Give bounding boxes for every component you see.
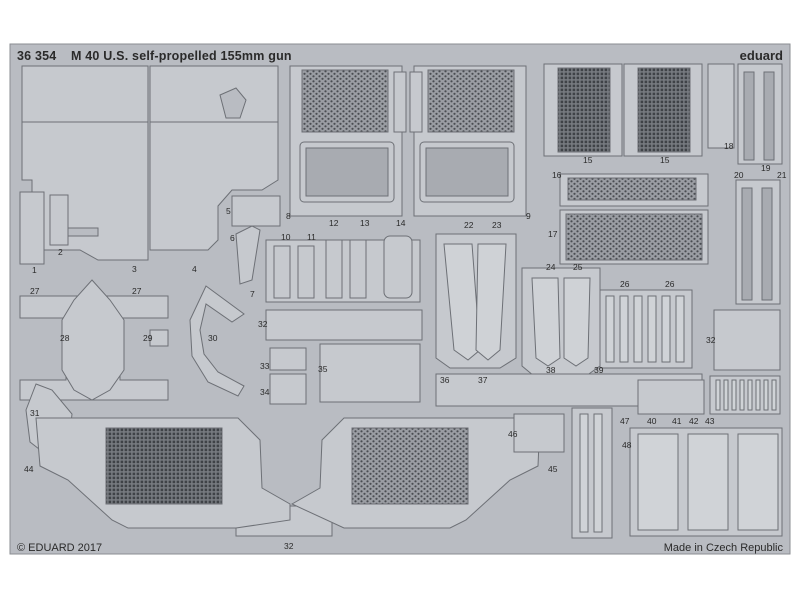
part-number-label: 15: [583, 155, 593, 165]
part-number-label: 45: [548, 464, 558, 474]
part-number-label: 16: [552, 170, 562, 180]
part-34: [269, 373, 307, 405]
part-number-label: 12: [329, 218, 339, 228]
part-number-label: 10: [281, 232, 291, 242]
part-number-label: 33: [260, 361, 270, 371]
part-number-label: 18: [724, 141, 734, 151]
part-number-label: 19: [761, 163, 771, 173]
part-40-42: [637, 379, 705, 415]
part-number-label: 48: [622, 440, 632, 450]
part-number-label: 27: [30, 286, 40, 296]
part-number-label: 47: [620, 416, 630, 426]
part-number-label: 30: [208, 333, 218, 343]
part-5: [231, 195, 281, 227]
part-number-label: 37: [478, 375, 488, 385]
catalog-number: 36 354: [17, 49, 56, 63]
part-number-label: 39: [594, 365, 604, 375]
part-number-label: 43: [705, 416, 715, 426]
part-number-label: 22: [464, 220, 474, 230]
brand-logo: eduard: [740, 48, 783, 63]
part-6-7: [235, 225, 261, 285]
part-number-label: 32: [284, 541, 294, 551]
part-4: [149, 65, 279, 251]
part-1: [19, 191, 45, 265]
part-number-label: 26: [665, 279, 675, 289]
part-number-label: 9: [526, 211, 531, 221]
part-number-label: 7: [250, 289, 255, 299]
part-number-label: 38: [546, 365, 556, 375]
part-number-label: 40: [647, 416, 657, 426]
part-number-label: 23: [492, 220, 502, 230]
part-number-label: 25: [573, 262, 583, 272]
part-number-label: 3: [132, 264, 137, 274]
part-35: [319, 343, 421, 403]
part-number-label: 21: [777, 170, 787, 180]
part-number-label: 44: [24, 464, 34, 474]
part-2: [49, 194, 69, 246]
part-number-label: 26: [620, 279, 630, 289]
copyright-text: © EDUARD 2017: [17, 542, 102, 554]
part-32a: [265, 309, 423, 341]
part-32b: [713, 309, 781, 371]
part-number-label: 13: [360, 218, 370, 228]
part-number-label: 15: [660, 155, 670, 165]
part-number-label: 36: [440, 375, 450, 385]
part-number-label: 5: [226, 206, 231, 216]
part-number-label: 32: [258, 319, 268, 329]
part-number-label: 17: [548, 229, 558, 239]
part-number-label: 32: [706, 335, 716, 345]
part-number-label: 6: [230, 233, 235, 243]
part-number-label: 24: [546, 262, 556, 272]
part-18: [707, 63, 735, 149]
part-33: [269, 347, 307, 371]
part-number-label: 46: [508, 429, 518, 439]
part-number-label: 20: [734, 170, 744, 180]
part-number-label: 28: [60, 333, 70, 343]
part-number-label: 42: [689, 416, 699, 426]
part-number-label: 31: [30, 408, 40, 418]
part-number-label: 1: [32, 265, 37, 275]
part-number-label: 14: [396, 218, 406, 228]
origin-text: Made in Czech Republic: [664, 542, 784, 554]
part-29: [149, 329, 169, 347]
part-30: [189, 285, 245, 397]
part-number-label: 41: [672, 416, 682, 426]
part-number-label: 29: [143, 333, 153, 343]
sheet-title: M 40 U.S. self-propelled 155mm gun: [71, 49, 292, 63]
part-number-label: 27: [132, 286, 142, 296]
part-number-label: 34: [260, 387, 270, 397]
part-number-label: 8: [286, 211, 291, 221]
part-number-label: 4: [192, 264, 197, 274]
part-number-label: 35: [318, 364, 328, 374]
part-number-label: 2: [58, 247, 63, 257]
part-46: [513, 413, 565, 453]
part-47: [571, 407, 613, 539]
part-number-label: 11: [307, 232, 316, 242]
